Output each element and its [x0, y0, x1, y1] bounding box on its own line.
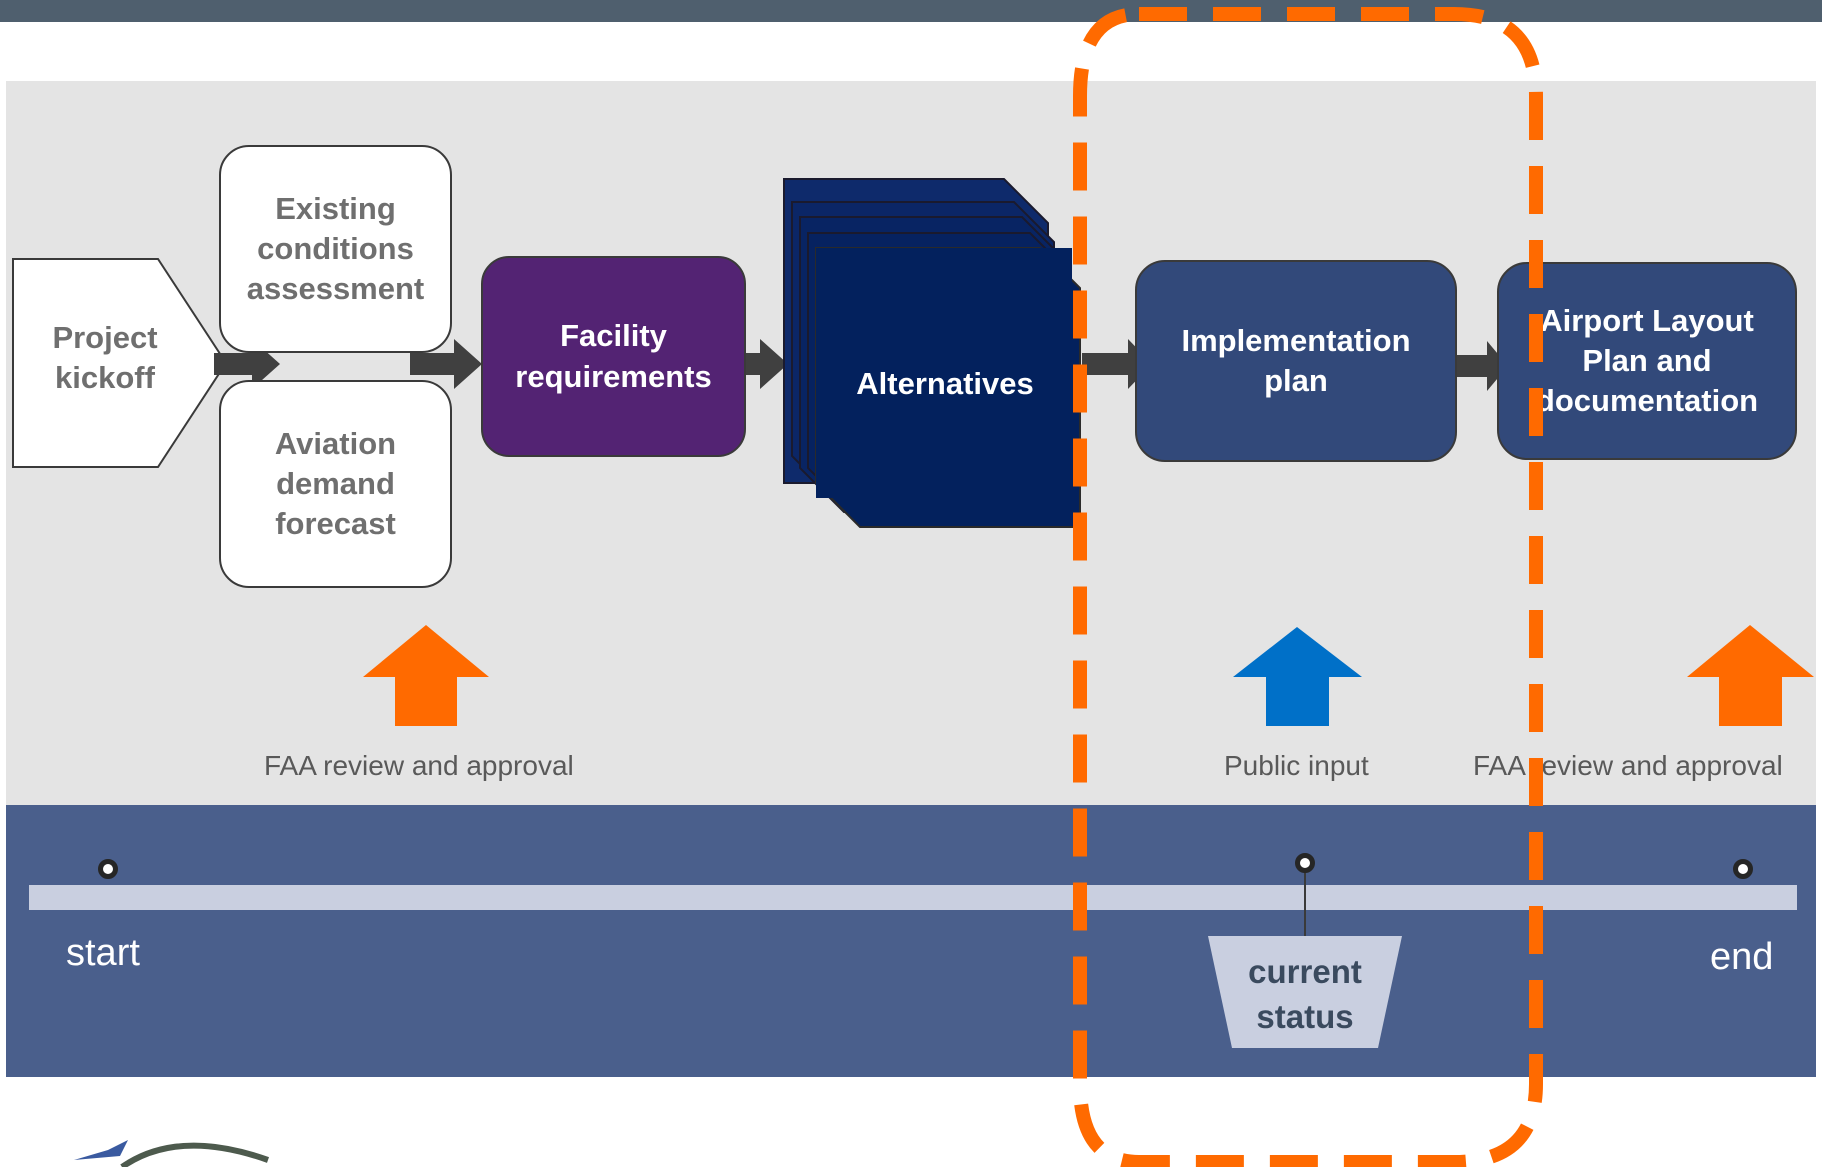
facility-requirements-label: Facility requirements — [515, 318, 712, 394]
existing-conditions-label: Existing conditions assessment — [246, 190, 425, 307]
current-status-label: current status — [1248, 953, 1362, 1035]
existing-conditions-box: Existing conditions assessment — [219, 145, 452, 353]
airport-layout-plan-box: Airport Layout Plan and documentation — [1497, 262, 1797, 460]
end-marker — [1733, 859, 1753, 879]
timeline-end-label: end — [1710, 936, 1774, 978]
airport-layout-plan-label: Airport Layout Plan and documentation — [1535, 302, 1759, 419]
timeline-track — [29, 885, 1797, 910]
implementation-plan-label: Implementation plan — [1181, 322, 1411, 398]
project-kickoff-shape — [12, 258, 228, 468]
alternatives-label: Alternatives — [856, 366, 1034, 401]
public-input-caption: Public input — [1224, 750, 1369, 781]
faa-approval-caption-left: FAA review and approval — [264, 750, 574, 781]
top-bar — [0, 0, 1822, 22]
aviation-forecast-box: Aviation demand forecast — [219, 380, 452, 588]
timeline-band — [6, 805, 1816, 1077]
timeline-start-label: start — [66, 932, 140, 974]
faa-approval-caption-right: FAA review and approval — [1473, 750, 1783, 781]
facility-requirements-box: Facility requirements — [481, 256, 746, 457]
start-marker — [98, 859, 118, 879]
implementation-plan-box: Implementation plan — [1135, 260, 1457, 462]
current-status-marker — [1295, 853, 1315, 873]
project-kickoff-label: Project kickoff — [52, 320, 158, 396]
aviation-forecast-label: Aviation demand forecast — [274, 425, 397, 542]
